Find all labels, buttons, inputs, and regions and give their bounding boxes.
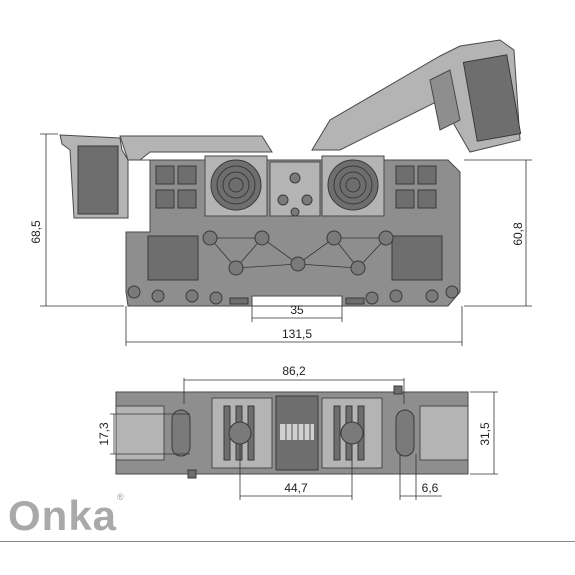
dim-height-overall: 68,5 [29,220,43,244]
dim-length-overall: 131,5 [282,327,312,341]
footer-divider [0,541,575,542]
dim-side-height: 17,3 [97,422,111,446]
front-dimensions: 68,5 60,8 35 131,5 [29,133,532,346]
dim-depth: 31,5 [478,422,492,446]
top-view [115,385,469,479]
dim-small-gap: 6,6 [422,481,439,495]
left-cover-panel [77,145,119,215]
brand-logo: Onka® [8,492,125,540]
center-bridge [269,161,321,217]
dim-height-body: 60,8 [511,222,525,246]
brand-name: Onka [8,492,118,539]
left-screw-clamp [204,155,268,217]
dim-center-span: 44,7 [284,481,308,495]
right-pads [395,165,437,209]
dim-top-span: 86,2 [282,364,306,378]
right-screw-clamp [321,155,385,217]
rail-slot [251,295,343,307]
left-pads [155,165,197,209]
lower-web [147,235,443,281]
front-view [59,39,522,307]
node-holes [127,230,459,305]
registered-mark: ® [117,492,125,502]
dim-slot-width: 35 [290,303,304,317]
spring-block-left [211,397,273,469]
center-comb [275,395,319,471]
opened-lid [311,39,522,153]
top-dimensions: 86,2 17,3 31,5 44,7 6,6 [97,364,498,500]
